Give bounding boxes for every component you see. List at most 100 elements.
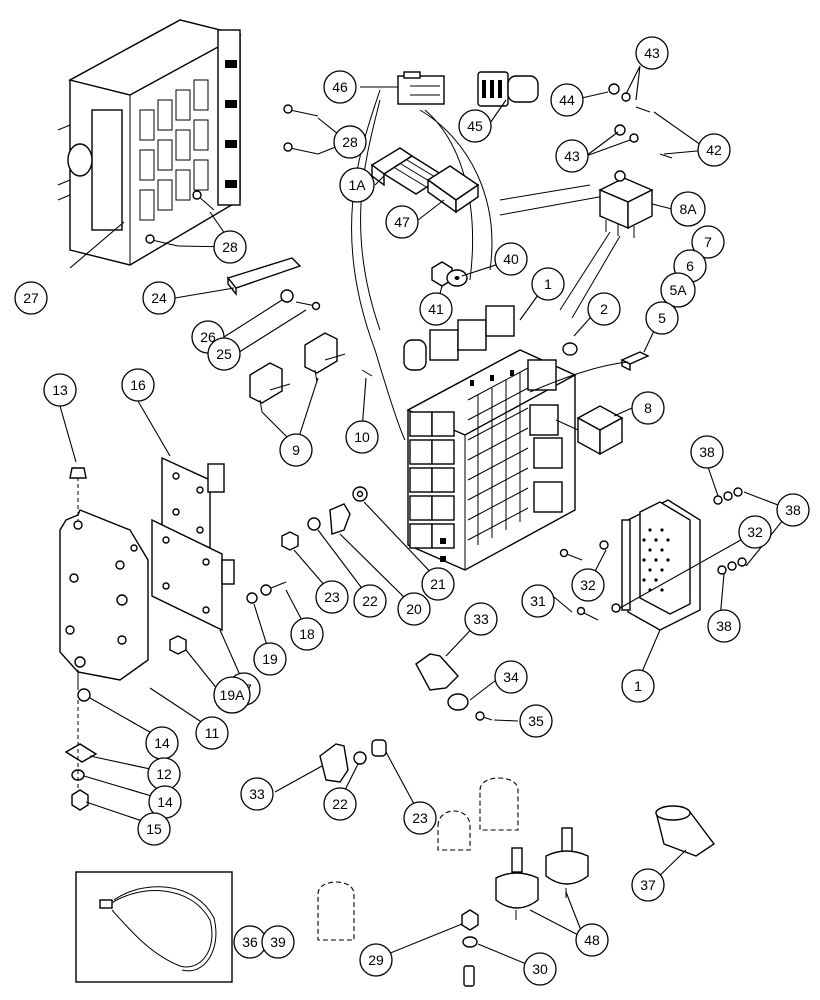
- spacer: [463, 965, 475, 987]
- svg-text:11: 11: [205, 725, 220, 741]
- callout-10: 10: [345, 420, 379, 454]
- part-9-standoffs: [249, 332, 346, 413]
- svg-text:10: 10: [354, 429, 370, 445]
- svg-text:9: 9: [292, 442, 300, 458]
- part-48-knobs: [495, 827, 589, 920]
- callout-37: 37: [631, 868, 665, 902]
- callout-2: 2: [587, 292, 621, 326]
- callout-28-bottom: 28: [213, 230, 247, 264]
- svg-text:24: 24: [151, 290, 167, 306]
- callout-16: 16: [121, 368, 155, 402]
- part-8-relay: [576, 405, 624, 456]
- part-19-washer: [246, 592, 258, 604]
- callout-15: 15: [137, 812, 171, 846]
- svg-text:23: 23: [412, 810, 428, 826]
- part-11-bracket: [59, 509, 149, 686]
- part-8A-relay: [598, 170, 654, 238]
- callout-21: 21: [421, 567, 455, 601]
- svg-text:45: 45: [467, 118, 483, 134]
- part-18-bolt: [260, 581, 287, 596]
- callout-1A: 1A: [339, 167, 375, 203]
- callout-42: 42: [697, 133, 731, 167]
- svg-text:18: 18: [299, 626, 315, 642]
- callout-32-left: 32: [571, 568, 605, 602]
- part-34-washer: [447, 693, 469, 711]
- svg-text:35: 35: [528, 713, 544, 729]
- part-26-washer: [280, 289, 294, 303]
- callout-14-lower: 14: [148, 785, 182, 819]
- part-35-screw: [475, 711, 493, 721]
- svg-text:47: 47: [394, 214, 410, 230]
- svg-text:32: 32: [580, 577, 596, 593]
- dashed-plugs: [317, 777, 519, 941]
- svg-text:28: 28: [342, 134, 358, 150]
- svg-text:28: 28: [222, 239, 238, 255]
- svg-text:22: 22: [362, 593, 378, 609]
- svg-text:19: 19: [262, 651, 278, 667]
- parts-36-39-inset: [75, 871, 233, 983]
- callout-47: 47: [385, 205, 419, 239]
- svg-text:38: 38: [716, 618, 732, 634]
- svg-text:12: 12: [156, 766, 172, 782]
- part-27-module: [57, 19, 242, 266]
- svg-text:5A: 5A: [669, 282, 687, 298]
- callout-38-bottom: 38: [707, 609, 741, 643]
- parts-42-43-44-hardware: [608, 83, 673, 159]
- svg-text:30: 30: [532, 961, 548, 977]
- callout-12: 12: [147, 757, 181, 791]
- part-17-board: [151, 518, 235, 632]
- part-12-clip: [64, 743, 98, 763]
- callout-46: 46: [323, 70, 357, 104]
- part-30-washer: [462, 936, 478, 948]
- part-46-connector: [397, 71, 445, 105]
- callout-20: 20: [397, 592, 431, 626]
- callout-28-top: 28: [333, 125, 367, 159]
- callout-13: 13: [43, 373, 77, 407]
- part-1-fuse-relay-block: [403, 305, 577, 571]
- part-33-clamp-upper: [415, 653, 459, 691]
- callout-35: 35: [519, 704, 553, 738]
- part-29-nut: [461, 909, 479, 931]
- svg-text:43: 43: [644, 45, 660, 61]
- callout-1-top: 1: [531, 267, 565, 301]
- callout-5A: 5A: [660, 272, 696, 308]
- callout-30: 30: [523, 952, 557, 986]
- svg-text:21: 21: [430, 576, 446, 592]
- svg-text:6: 6: [686, 258, 694, 274]
- svg-text:15: 15: [146, 821, 162, 837]
- part-23-nut: [281, 531, 299, 551]
- callout-36: 36: [233, 925, 267, 959]
- part-5-fuse: [620, 351, 650, 372]
- svg-text:38: 38: [699, 444, 715, 460]
- callout-41: 41: [419, 292, 453, 326]
- svg-text:40: 40: [503, 251, 519, 267]
- svg-text:33: 33: [249, 786, 265, 802]
- callout-34: 34: [494, 660, 528, 694]
- callout-27: 27: [14, 281, 48, 315]
- svg-text:25: 25: [216, 346, 232, 362]
- svg-text:8A: 8A: [679, 201, 697, 217]
- part-38-nuts-washers: [713, 487, 747, 575]
- svg-text:37: 37: [640, 877, 656, 893]
- callout-23-upper: 23: [315, 580, 349, 614]
- svg-text:1A: 1A: [348, 177, 366, 193]
- callout-9: 9: [279, 433, 313, 467]
- svg-text:13: 13: [52, 382, 68, 398]
- part-47-connector: [426, 165, 480, 214]
- svg-text:29: 29: [368, 952, 384, 968]
- svg-text:23: 23: [324, 589, 340, 605]
- part-37-holder: [655, 805, 716, 857]
- svg-text:44: 44: [559, 92, 575, 108]
- callout-32-right: 32: [738, 515, 772, 549]
- part-45-connector: [477, 71, 539, 107]
- callout-14-upper: 14: [145, 726, 179, 760]
- part-25-screw: [295, 301, 321, 311]
- callout-22-upper: 22: [353, 584, 387, 618]
- part-16-board: [161, 456, 225, 550]
- svg-text:42: 42: [706, 142, 722, 158]
- svg-text:39: 39: [270, 934, 286, 950]
- part-20-clamp: [329, 503, 351, 535]
- callout-39: 39: [261, 925, 295, 959]
- callout-25: 25: [207, 337, 241, 371]
- svg-text:22: 22: [332, 796, 348, 812]
